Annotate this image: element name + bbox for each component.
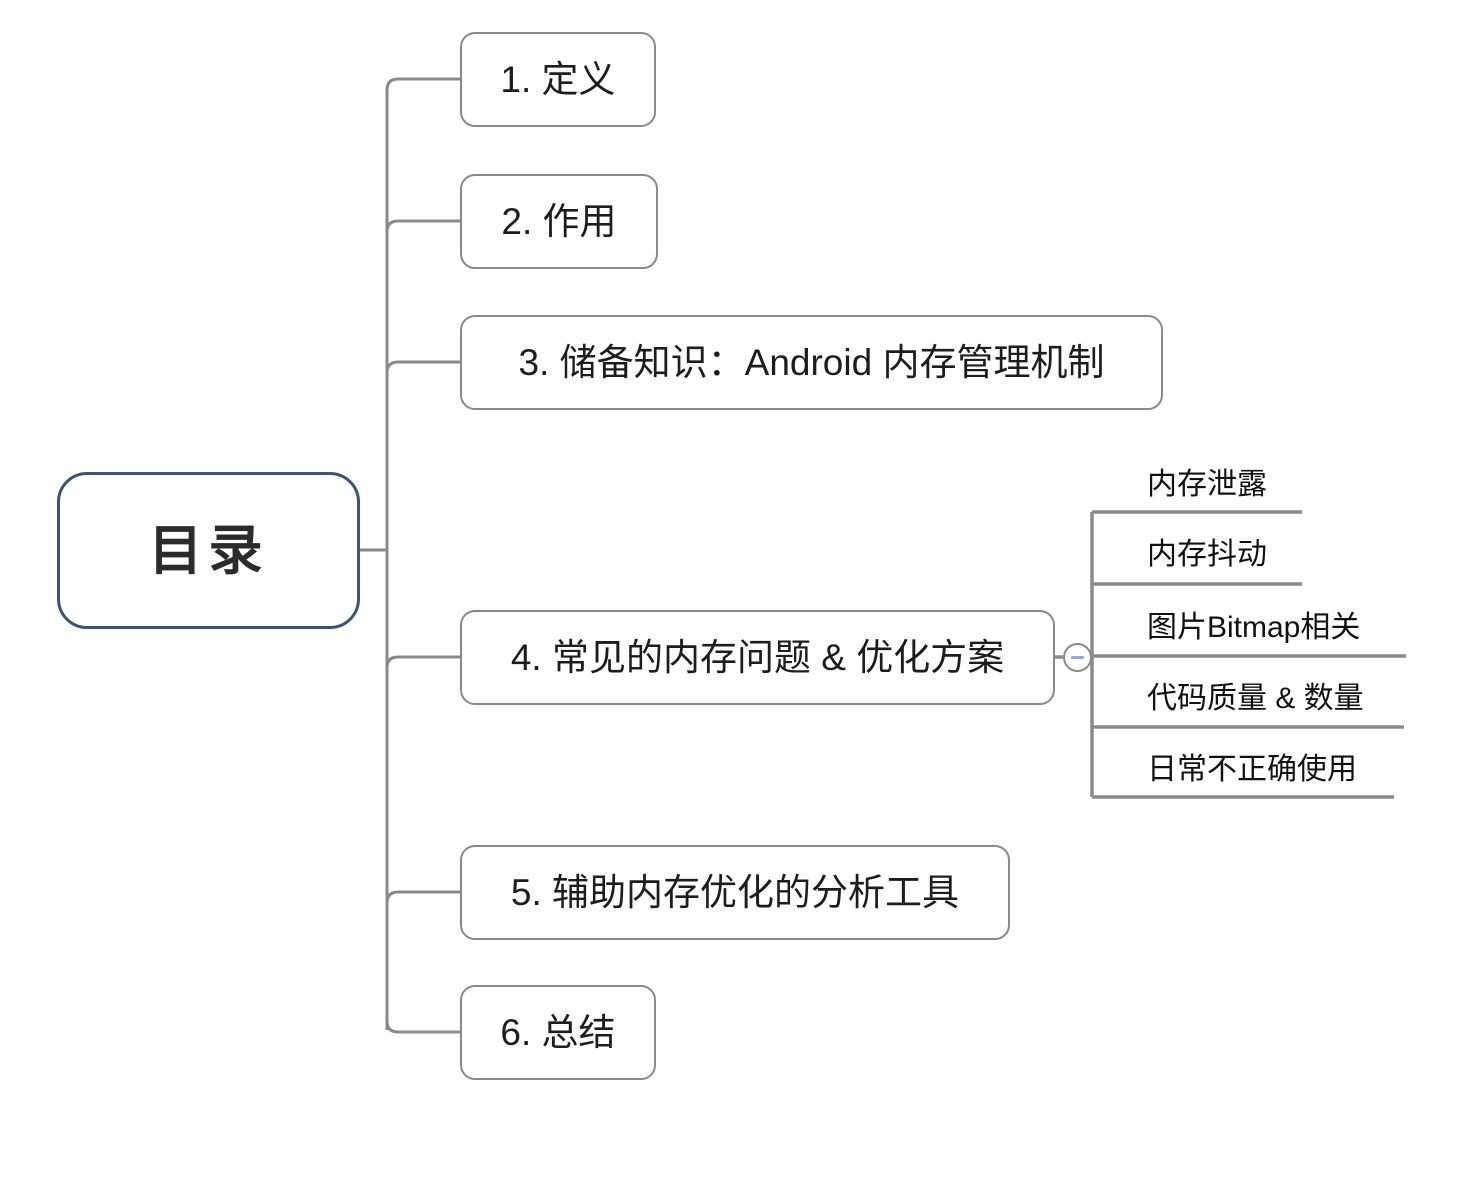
sub-leaf-1-label: 内存泄露 — [1147, 468, 1267, 501]
connector-branch-6 — [385, 1020, 460, 1034]
branch-node-6[interactable]: 6. 总结 — [460, 985, 656, 1080]
sub-leaf-2[interactable]: 内存抖动 — [1147, 540, 1267, 570]
branch-node-5-label: 5. 辅助内存优化的分析工具 — [510, 872, 960, 913]
branch-node-3-label: 3. 储备知识：Android 内存管理机制 — [518, 342, 1105, 383]
connector-branch-3 — [385, 360, 460, 374]
branch-node-3[interactable]: 3. 储备知识：Android 内存管理机制 — [460, 315, 1163, 410]
minus-circle-icon[interactable] — [1063, 643, 1092, 672]
branch-node-5[interactable]: 5. 辅助内存优化的分析工具 — [460, 845, 1010, 940]
sub-leaf-5-label: 日常不正确使用 — [1147, 753, 1357, 786]
branch-node-1[interactable]: 1. 定义 — [460, 32, 656, 127]
sub-leaf-1[interactable]: 内存泄露 — [1147, 470, 1267, 500]
sub-leaf-4[interactable]: 代码质量 & 数量 — [1147, 684, 1364, 714]
connector-branch-5 — [385, 890, 460, 904]
sub-leaf-5[interactable]: 日常不正确使用 — [1147, 755, 1357, 785]
sub-leaf-4-label: 代码质量 & 数量 — [1147, 682, 1364, 715]
sub-leaf-2-label: 内存抖动 — [1147, 538, 1267, 571]
root-node-label: 目录 — [148, 520, 269, 581]
branch-node-1-label: 1. 定义 — [500, 59, 616, 100]
connector-branch-1 — [385, 77, 460, 91]
sub-leaf-3[interactable]: 图片Bitmap相关 — [1147, 613, 1360, 643]
sub-leaf-3-label: 图片Bitmap相关 — [1147, 611, 1361, 644]
connector-branch-2 — [385, 219, 460, 233]
branch-node-4-label: 4. 常见的内存问题 & 优化方案 — [510, 637, 1005, 678]
root-node[interactable]: 目录 — [57, 472, 360, 629]
branch-node-2-label: 2. 作用 — [501, 201, 617, 242]
connector-branch-4 — [385, 655, 460, 669]
branch-node-4[interactable]: 4. 常见的内存问题 & 优化方案 — [460, 610, 1055, 705]
minus-glyph — [1071, 656, 1084, 659]
branch-node-2[interactable]: 2. 作用 — [460, 174, 658, 269]
branch-node-6-label: 6. 总结 — [500, 1012, 616, 1053]
